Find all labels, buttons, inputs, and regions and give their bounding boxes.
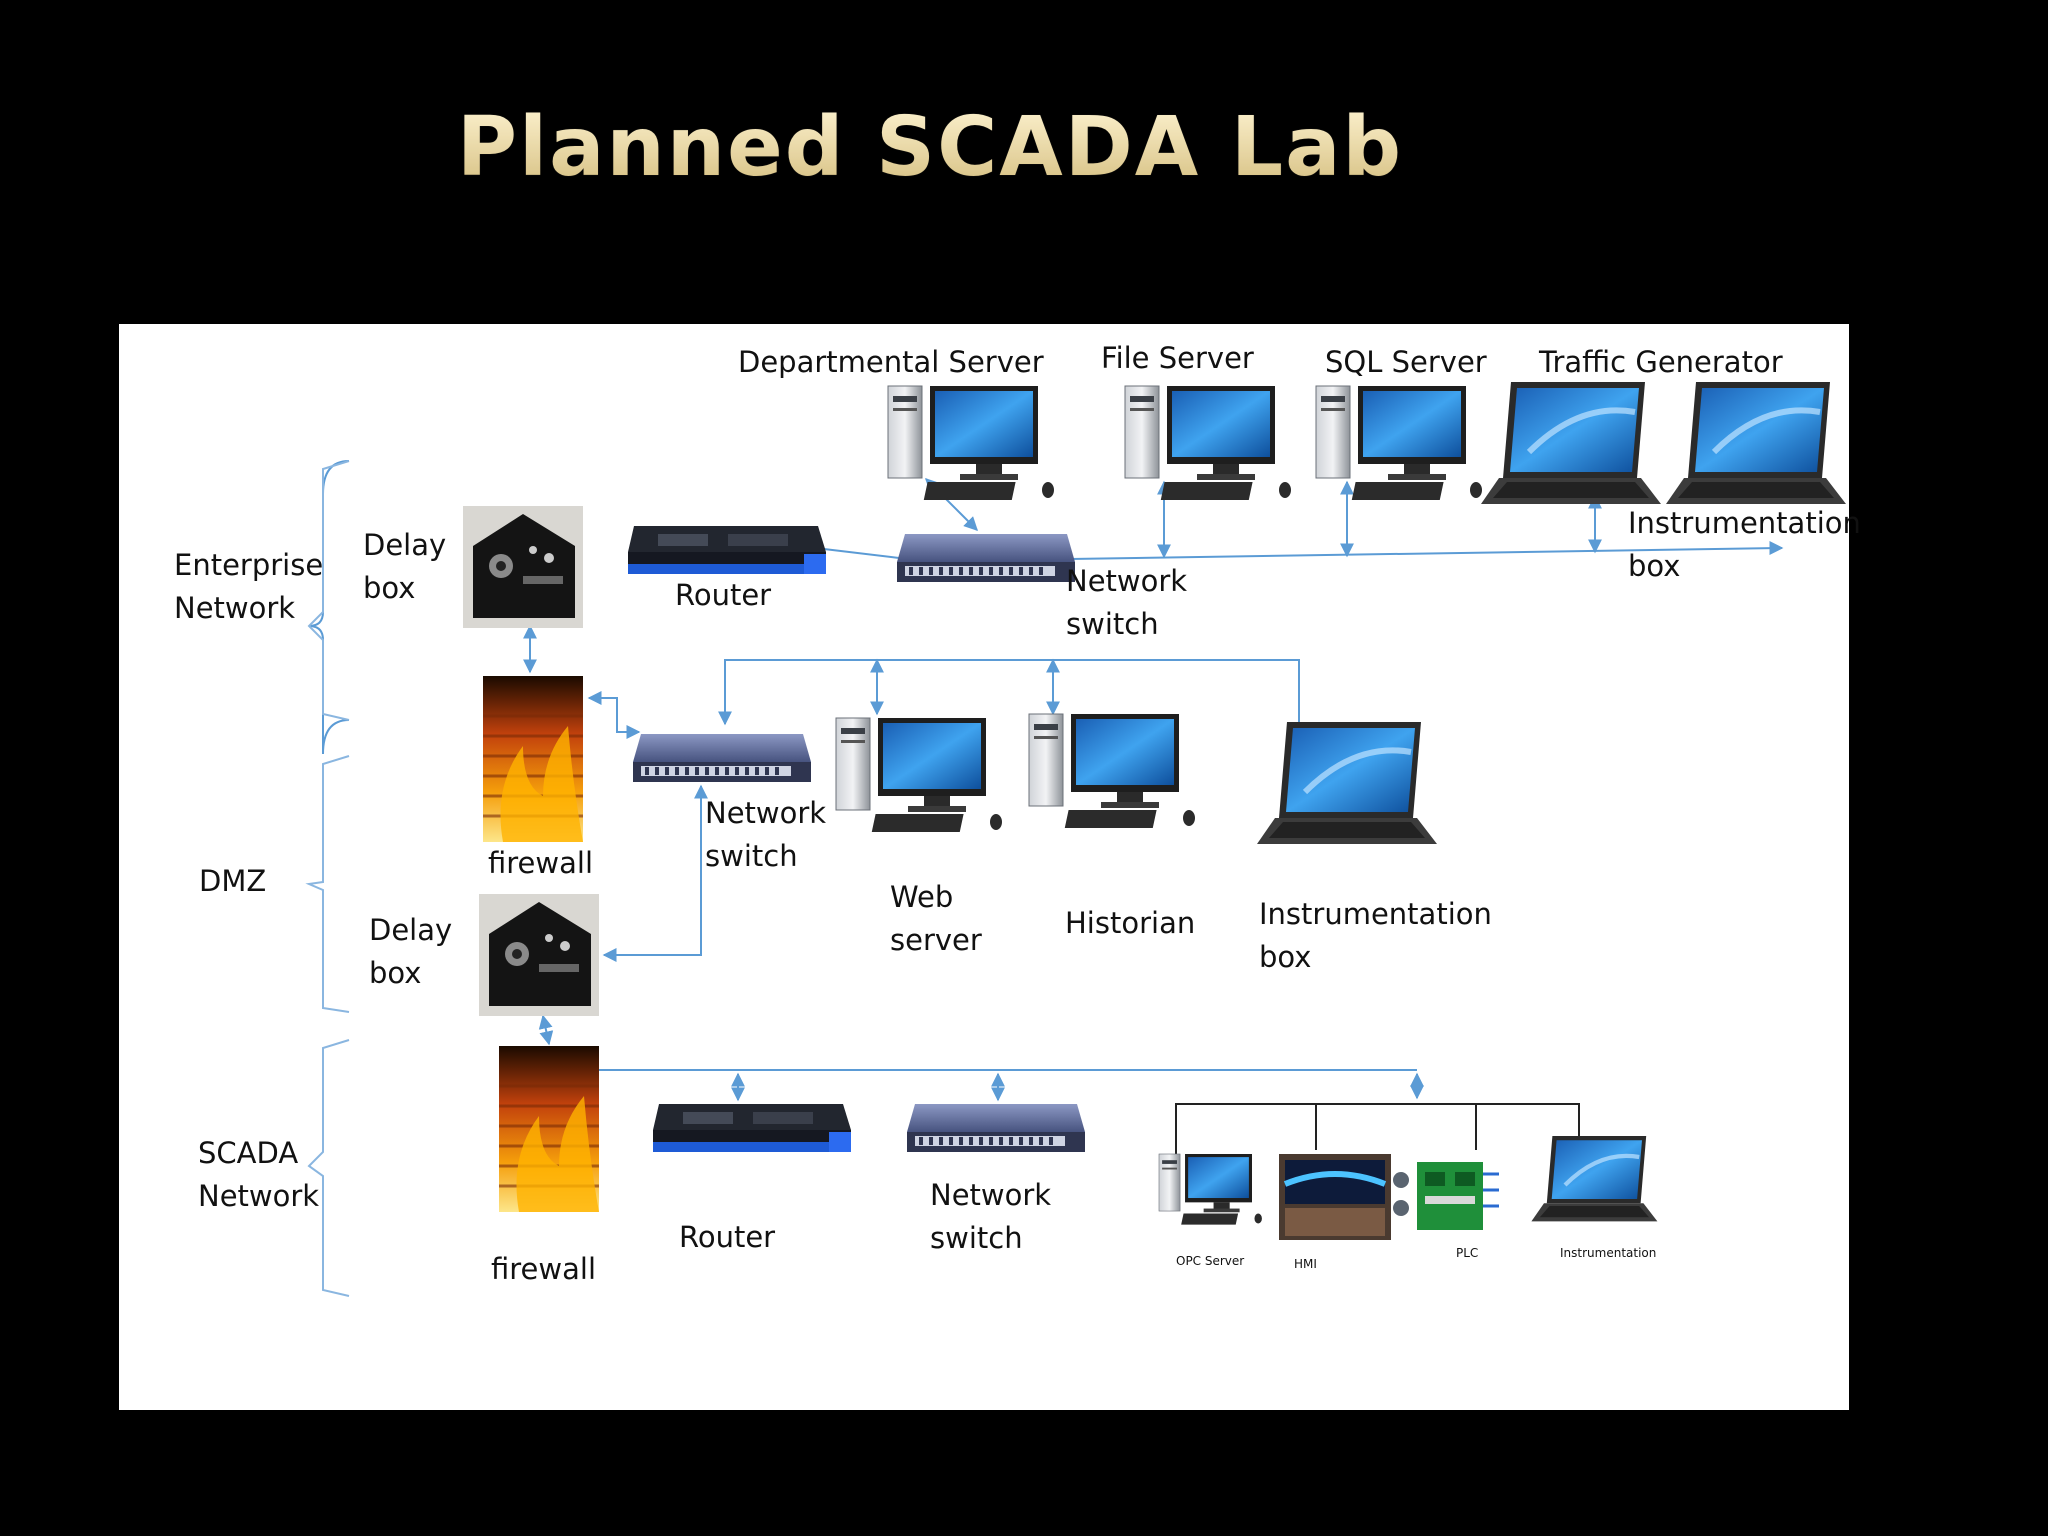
- instrumentation-laptop-icon: [1531, 1136, 1657, 1221]
- label-scada-network-switch: Network switch: [930, 1178, 1052, 1255]
- label-historian: Historian: [1065, 906, 1196, 940]
- label-traffic-generator: Traffic Generator: [1539, 345, 1783, 379]
- slide-title: Planned SCADA Lab: [0, 100, 1860, 195]
- departmental-server-icon: [887, 385, 1055, 501]
- delay-box-2-icon: [479, 894, 599, 1016]
- label-scada-firewall: firewall: [491, 1252, 596, 1286]
- label-web-server: Web server: [890, 880, 982, 957]
- label-network-switch: Network switch: [1066, 564, 1188, 641]
- traffic-generator-laptop-icon: [1481, 382, 1661, 504]
- label-delay-box: Delay box: [363, 528, 447, 605]
- zone-brace-scada: [307, 1039, 350, 1297]
- dmz-network-switch-icon: [633, 734, 811, 782]
- label-instrumentation-box: Instrumentation box: [1628, 506, 1861, 583]
- hmi-icon: [1279, 1154, 1391, 1240]
- label-delay-box-2: Delay box: [369, 913, 453, 990]
- label-sql-server: SQL Server: [1325, 345, 1487, 379]
- label-file-server: File Server: [1101, 341, 1254, 375]
- label-plc: PLC: [1456, 1246, 1479, 1260]
- router-icon: [628, 526, 826, 574]
- scada-network-switch-icon: [907, 1104, 1085, 1152]
- label-router: Router: [675, 578, 772, 612]
- historian-icon: [1028, 713, 1196, 829]
- label-dmz-network-switch: Network switch: [705, 796, 827, 873]
- zone-label-scada: SCADA Network: [198, 1136, 320, 1213]
- diagram-canvas: [305, 324, 1849, 1297]
- zone-brace-dmz: [305, 755, 350, 1013]
- label-instrumentation: Instrumentation: [1560, 1246, 1657, 1260]
- dmz-instrumentation-laptop-icon: [1257, 722, 1437, 844]
- file-server-icon: [1124, 385, 1292, 501]
- plc-board-icon: [1393, 1162, 1499, 1230]
- network-switch-icon: [897, 534, 1075, 582]
- zone-brace-enterprise-line: [307, 460, 350, 721]
- label-opc-server: OPC Server: [1176, 1254, 1245, 1268]
- zone-label-enterprise: Enterprise Network: [174, 548, 324, 625]
- zone-label-dmz: DMZ: [199, 864, 267, 898]
- instrumentation-box-laptop-icon: [1666, 382, 1846, 504]
- firewall-icon: [481, 674, 585, 844]
- label-firewall: firewall: [488, 846, 593, 880]
- label-dmz-instrumentation-box: Instrumentation box: [1259, 897, 1492, 974]
- scada-firewall-icon: [497, 1044, 601, 1214]
- opc-server-icon: [1158, 1153, 1263, 1225]
- network-diagram: Enterprise Network DMZ SCADA Network Dep…: [119, 324, 1861, 1410]
- label-hmi: HMI: [1294, 1257, 1317, 1271]
- delay-box-icon: [463, 506, 583, 628]
- scada-router-icon: [653, 1104, 851, 1152]
- label-scada-router: Router: [679, 1220, 776, 1254]
- sql-server-icon: [1315, 385, 1483, 501]
- label-departmental-server: Departmental Server: [738, 345, 1044, 379]
- web-server-icon: [835, 717, 1003, 833]
